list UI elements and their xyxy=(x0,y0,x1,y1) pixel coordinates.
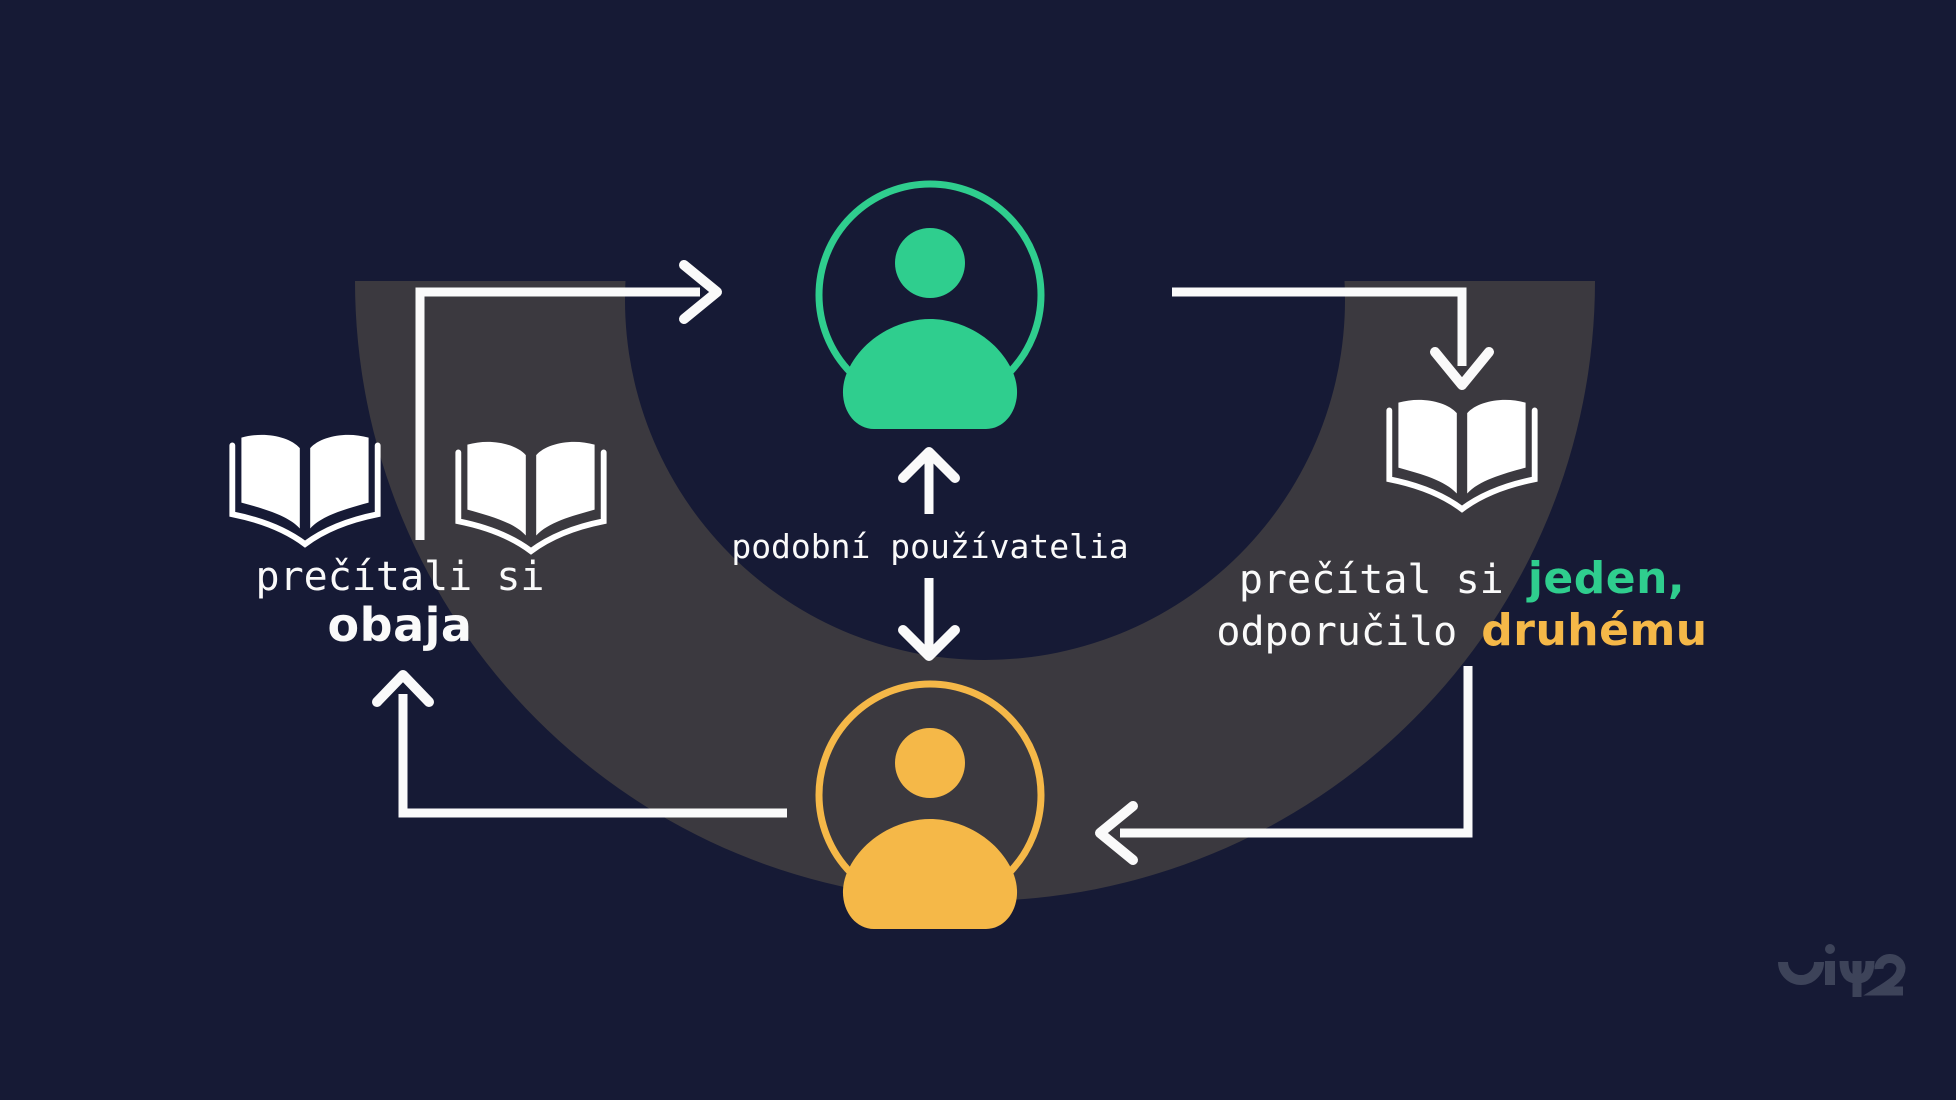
watermark-2-glyph xyxy=(1863,954,1906,996)
left-caption-bold: obaja xyxy=(327,598,473,653)
right-caption-line1: prečítal si jeden, xyxy=(1216,553,1707,605)
right-caption-line2-regular: odporučilo xyxy=(1216,608,1482,655)
watermark-i-dot xyxy=(1825,944,1835,954)
right-caption-line1-bold: jeden, xyxy=(1527,553,1686,604)
arrow-book-to-bottom-user xyxy=(1095,666,1473,865)
watermark-4-glyph xyxy=(1839,960,1875,997)
watermark-u-glyph xyxy=(1778,961,1824,985)
arrow-books-to-top-user xyxy=(415,260,722,540)
flow-arrows xyxy=(372,260,1494,865)
cycle-arc xyxy=(355,281,1595,901)
right-caption-line1-regular: prečítal si xyxy=(1238,557,1528,603)
arrow-similar-users-double xyxy=(898,447,960,661)
arrow-top-user-to-book xyxy=(1172,287,1494,390)
right-caption-line2: odporučilo druhému xyxy=(1216,605,1707,657)
left-caption-regular: prečítali si xyxy=(255,554,545,600)
arrow-bottom-user-to-books xyxy=(372,670,787,818)
left-caption: prečítali si obaja xyxy=(256,554,545,651)
right-caption: prečítal si jeden, odporučilo druhému xyxy=(1216,553,1707,657)
similar-users-caption: podobní používatelia xyxy=(731,527,1128,567)
right-caption-line2-bold: druhému xyxy=(1481,604,1708,656)
ui42-watermark-logo xyxy=(1778,944,1906,997)
similar-users-text: podobní používatelia xyxy=(731,527,1129,566)
